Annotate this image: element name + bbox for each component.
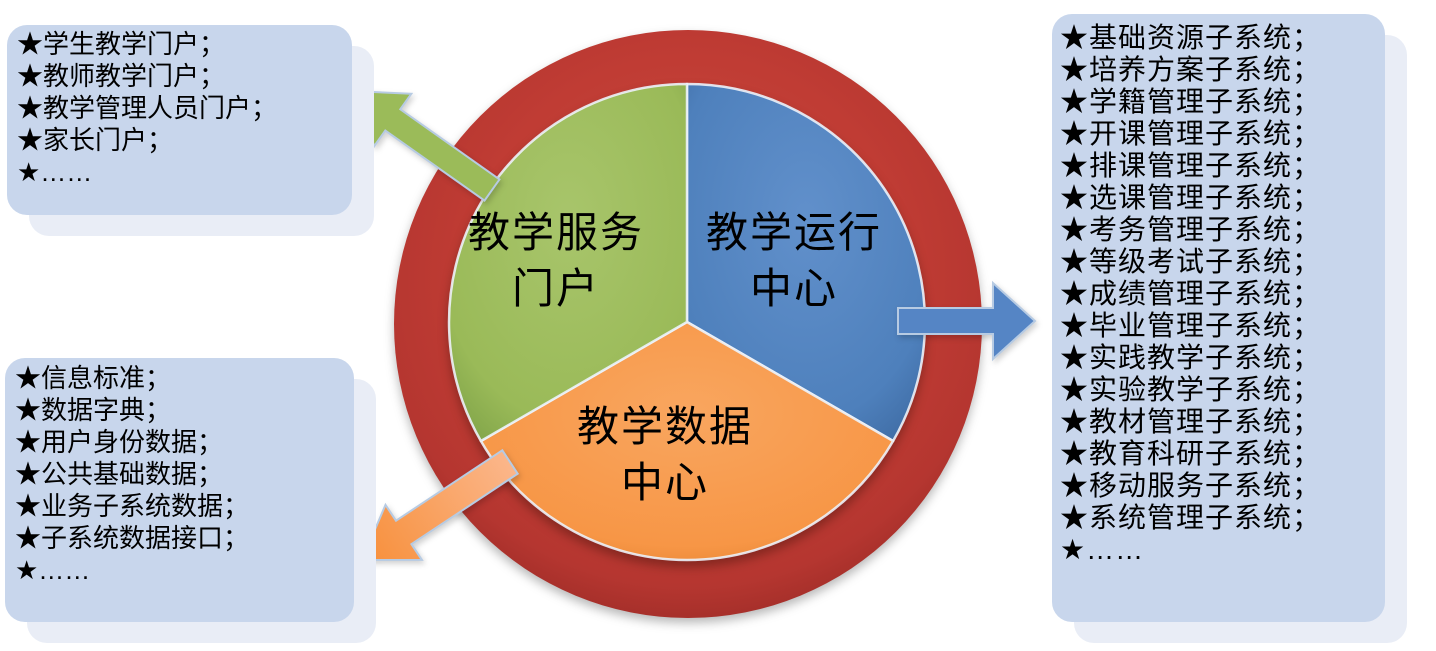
- list-item: ★开课管理子系统；: [1060, 118, 1322, 149]
- list-item: ★基础资源子系统；: [1060, 22, 1322, 53]
- list-item: ★成绩管理子系统；: [1060, 278, 1322, 309]
- list-item: ★考务管理子系统；: [1060, 214, 1322, 245]
- data-item-list: ★信息标准；★数据字典；★用户身份数据；★公共基础数据；★业务子系统数据；★子系…: [15, 362, 348, 586]
- arrow-to-portal-callout-icon: [350, 89, 501, 202]
- list-item: ★信息标准；: [15, 363, 172, 393]
- segment-teaching-service-portal: [447, 82, 689, 443]
- list-item: ★业务子系统数据；: [15, 491, 250, 521]
- segment-label-teaching-service-portal: 教学服务 门户: [467, 209, 645, 312]
- list-item: ★学生教学门户；: [17, 29, 226, 59]
- list-item: ★数据字典；: [15, 395, 172, 425]
- subsystems-item-list: ★基础资源子系统；★培养方案子系统；★学籍管理子系统；★开课管理子系统；★排课管…: [1060, 22, 1383, 566]
- list-item: ★系统管理子系统；: [1060, 502, 1322, 533]
- segment-teaching-operation-center: [685, 82, 927, 443]
- list-item: ★排课管理子系统；: [1060, 150, 1322, 181]
- connector-arrows: [350, 89, 1037, 562]
- pie-wheel: [447, 82, 927, 562]
- list-item: ★培养方案子系统；: [1060, 54, 1322, 85]
- list-item: ★家长门户；: [17, 125, 174, 155]
- segment-label-teaching-data-center: 教学数据 中心: [576, 403, 754, 506]
- list-item: ★实践教学子系统；: [1060, 342, 1322, 373]
- list-item: ★学籍管理子系统；: [1060, 86, 1322, 117]
- list-item: ★移动服务子系统；: [1060, 470, 1322, 501]
- list-item: ★教育科研子系统；: [1060, 438, 1322, 469]
- list-item: ★公共基础数据；: [15, 459, 224, 489]
- list-item: ★教材管理子系统；: [1060, 406, 1322, 437]
- segment-teaching-data-center: [479, 320, 895, 562]
- portal-item-list: ★学生教学门户；★教师教学门户；★教学管理人员门户；★家长门户；★……: [17, 28, 346, 188]
- list-item: ★选课管理子系统；: [1060, 182, 1322, 213]
- segment-label-teaching-operation-center: 教学运行 中心: [705, 209, 883, 312]
- list-item: ★子系统数据接口；: [15, 523, 250, 553]
- arrow-to-subsystems-callout-icon: [897, 280, 1037, 362]
- portal-callout-box: ★学生教学门户；★教师教学门户；★教学管理人员门户；★家长门户；★……: [7, 25, 352, 215]
- list-item: ★实验教学子系统；: [1060, 374, 1322, 405]
- list-item: ★用户身份数据；: [15, 427, 224, 457]
- subsystems-callout-box: ★基础资源子系统；★培养方案子系统；★学籍管理子系统；★开课管理子系统；★排课管…: [1052, 14, 1385, 622]
- list-item: ★毕业管理子系统；: [1060, 310, 1322, 341]
- list-item: ★……: [1060, 534, 1145, 565]
- list-item: ★教师教学门户；: [17, 61, 226, 91]
- arrow-to-data-callout-icon: [360, 448, 520, 562]
- list-item: ★教学管理人员门户；: [17, 93, 278, 123]
- list-item: ★……: [17, 157, 93, 187]
- data-callout-box: ★信息标准；★数据字典；★用户身份数据；★公共基础数据；★业务子系统数据；★子系…: [5, 358, 354, 622]
- list-item: ★……: [15, 555, 91, 585]
- list-item: ★等级考试子系统；: [1060, 246, 1322, 277]
